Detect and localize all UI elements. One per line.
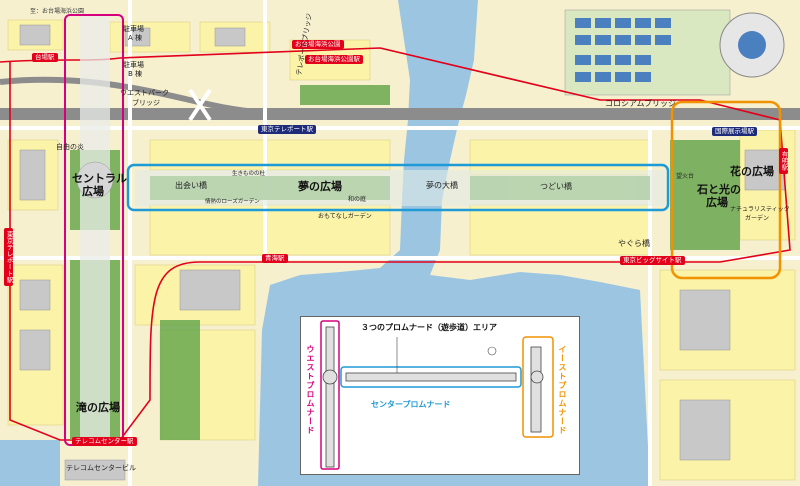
label-naturalistic-garden-2: ガーデン	[745, 215, 770, 222]
label-hana-no-hiroba: 花の広場	[730, 165, 774, 178]
label-westpark-bridge-1: ウエストパーク	[120, 89, 169, 97]
label-colosseum-bridge: コロシアムブリッジ	[605, 99, 676, 108]
station-left-vertical[interactable]: 東京テレポート駅	[4, 228, 14, 286]
station-odaiba-kaihin-koen-1[interactable]: お台場海浜公園	[292, 40, 344, 50]
station-aomi[interactable]: 青海駅	[262, 254, 288, 264]
station-daiba[interactable]: 台場駅	[32, 53, 58, 63]
colosseum-court	[738, 31, 766, 59]
label-deai-bashi: 出会い橋	[175, 181, 207, 190]
label-yume-no-hiroba: 夢の広場	[298, 180, 342, 193]
label-yume-no-ohashi: 夢の大橋	[426, 181, 458, 190]
label-jiyu-no-honoo: 自由の炎	[56, 143, 84, 151]
expressway-ramp-west	[0, 76, 261, 115]
label-taki-no-hiroba: 滝の広場	[76, 401, 120, 414]
label-parking-a-1: 駐車場	[123, 25, 144, 33]
inset-svg	[320, 320, 554, 470]
label-ishi-to-hikari-1: 石と光の	[697, 183, 741, 196]
center-promenade-path	[135, 170, 665, 206]
inset-west-outline	[320, 320, 340, 470]
label-parking-b-2: B 棟	[128, 70, 143, 78]
station-telecom-center[interactable]: テレコムセンター駅	[72, 437, 137, 447]
inset-title: ３つのプロムナード（遊歩道）エリア	[361, 323, 497, 332]
station-odaiba-kaihin-koen-2[interactable]: お台場海浜公園駅	[305, 55, 363, 65]
label-omotenashi-garden: おもてなしガーデン	[318, 213, 372, 220]
inset-east-label: イーストプロムナード	[558, 345, 567, 435]
water-left	[0, 440, 60, 486]
label-yagura-bashi: やぐら橋	[618, 239, 650, 248]
station-kokusai-tenjijo[interactable]: 国際展示場駅	[712, 127, 757, 137]
label-tsudoi-bashi: つどい橋	[540, 182, 572, 191]
inset-west-label: ウエストプロムナード	[306, 345, 315, 435]
label-westpark-bridge-2: ブリッジ	[132, 99, 160, 107]
station-tokyo-teleport[interactable]: 東京テレポート駅	[258, 125, 316, 135]
center-promenade-outline	[126, 163, 670, 212]
label-mihariba: 望火台	[676, 173, 695, 180]
label-parking-b-1: 駐車場	[123, 61, 144, 69]
note-text: 至：お台場海浜公園	[30, 8, 85, 15]
station-tokyo-bigsight[interactable]: 東京ビッグサイト駅	[620, 256, 685, 266]
label-naturalistic-garden-1: ナチュラリスティック	[730, 206, 790, 213]
label-central-plaza-1: セントラル	[72, 172, 127, 185]
inset-paths	[322, 326, 544, 468]
promenade-inset: ３つのプロムナード（遊歩道）エリア ウエストプロムナード センタープロムナード …	[300, 316, 580, 475]
tennis-courts	[575, 18, 671, 82]
station-ariake[interactable]: 有明駅	[779, 148, 789, 174]
central-plaza-circle	[76, 161, 114, 199]
railway	[0, 47, 791, 441]
east-promenade-outline	[670, 100, 782, 280]
label-telecom-center-bldg: テレコムセンタービル	[66, 464, 136, 472]
label-central-plaza-2: 広場	[82, 185, 104, 198]
west-promenade-path	[80, 15, 110, 445]
label-wa-no-niwa: 和の庭	[348, 196, 367, 203]
westpark-bridge-x	[188, 88, 212, 122]
label-ishi-to-hikari-2: 広場	[706, 196, 728, 209]
label-jyojyuku-rose-garden: 情熱のローズガーデン	[205, 199, 260, 205]
inset-compass-icon	[487, 346, 497, 356]
inset-east-outline	[522, 336, 554, 438]
buildings	[19, 24, 786, 481]
inset-center-outline	[340, 366, 522, 388]
inset-center-label: センタープロムナード	[371, 400, 451, 409]
expressway	[0, 108, 800, 120]
label-parking-a-2: A 棟	[128, 34, 143, 42]
label-ikimono-mori: 生きものの杜	[232, 171, 266, 177]
